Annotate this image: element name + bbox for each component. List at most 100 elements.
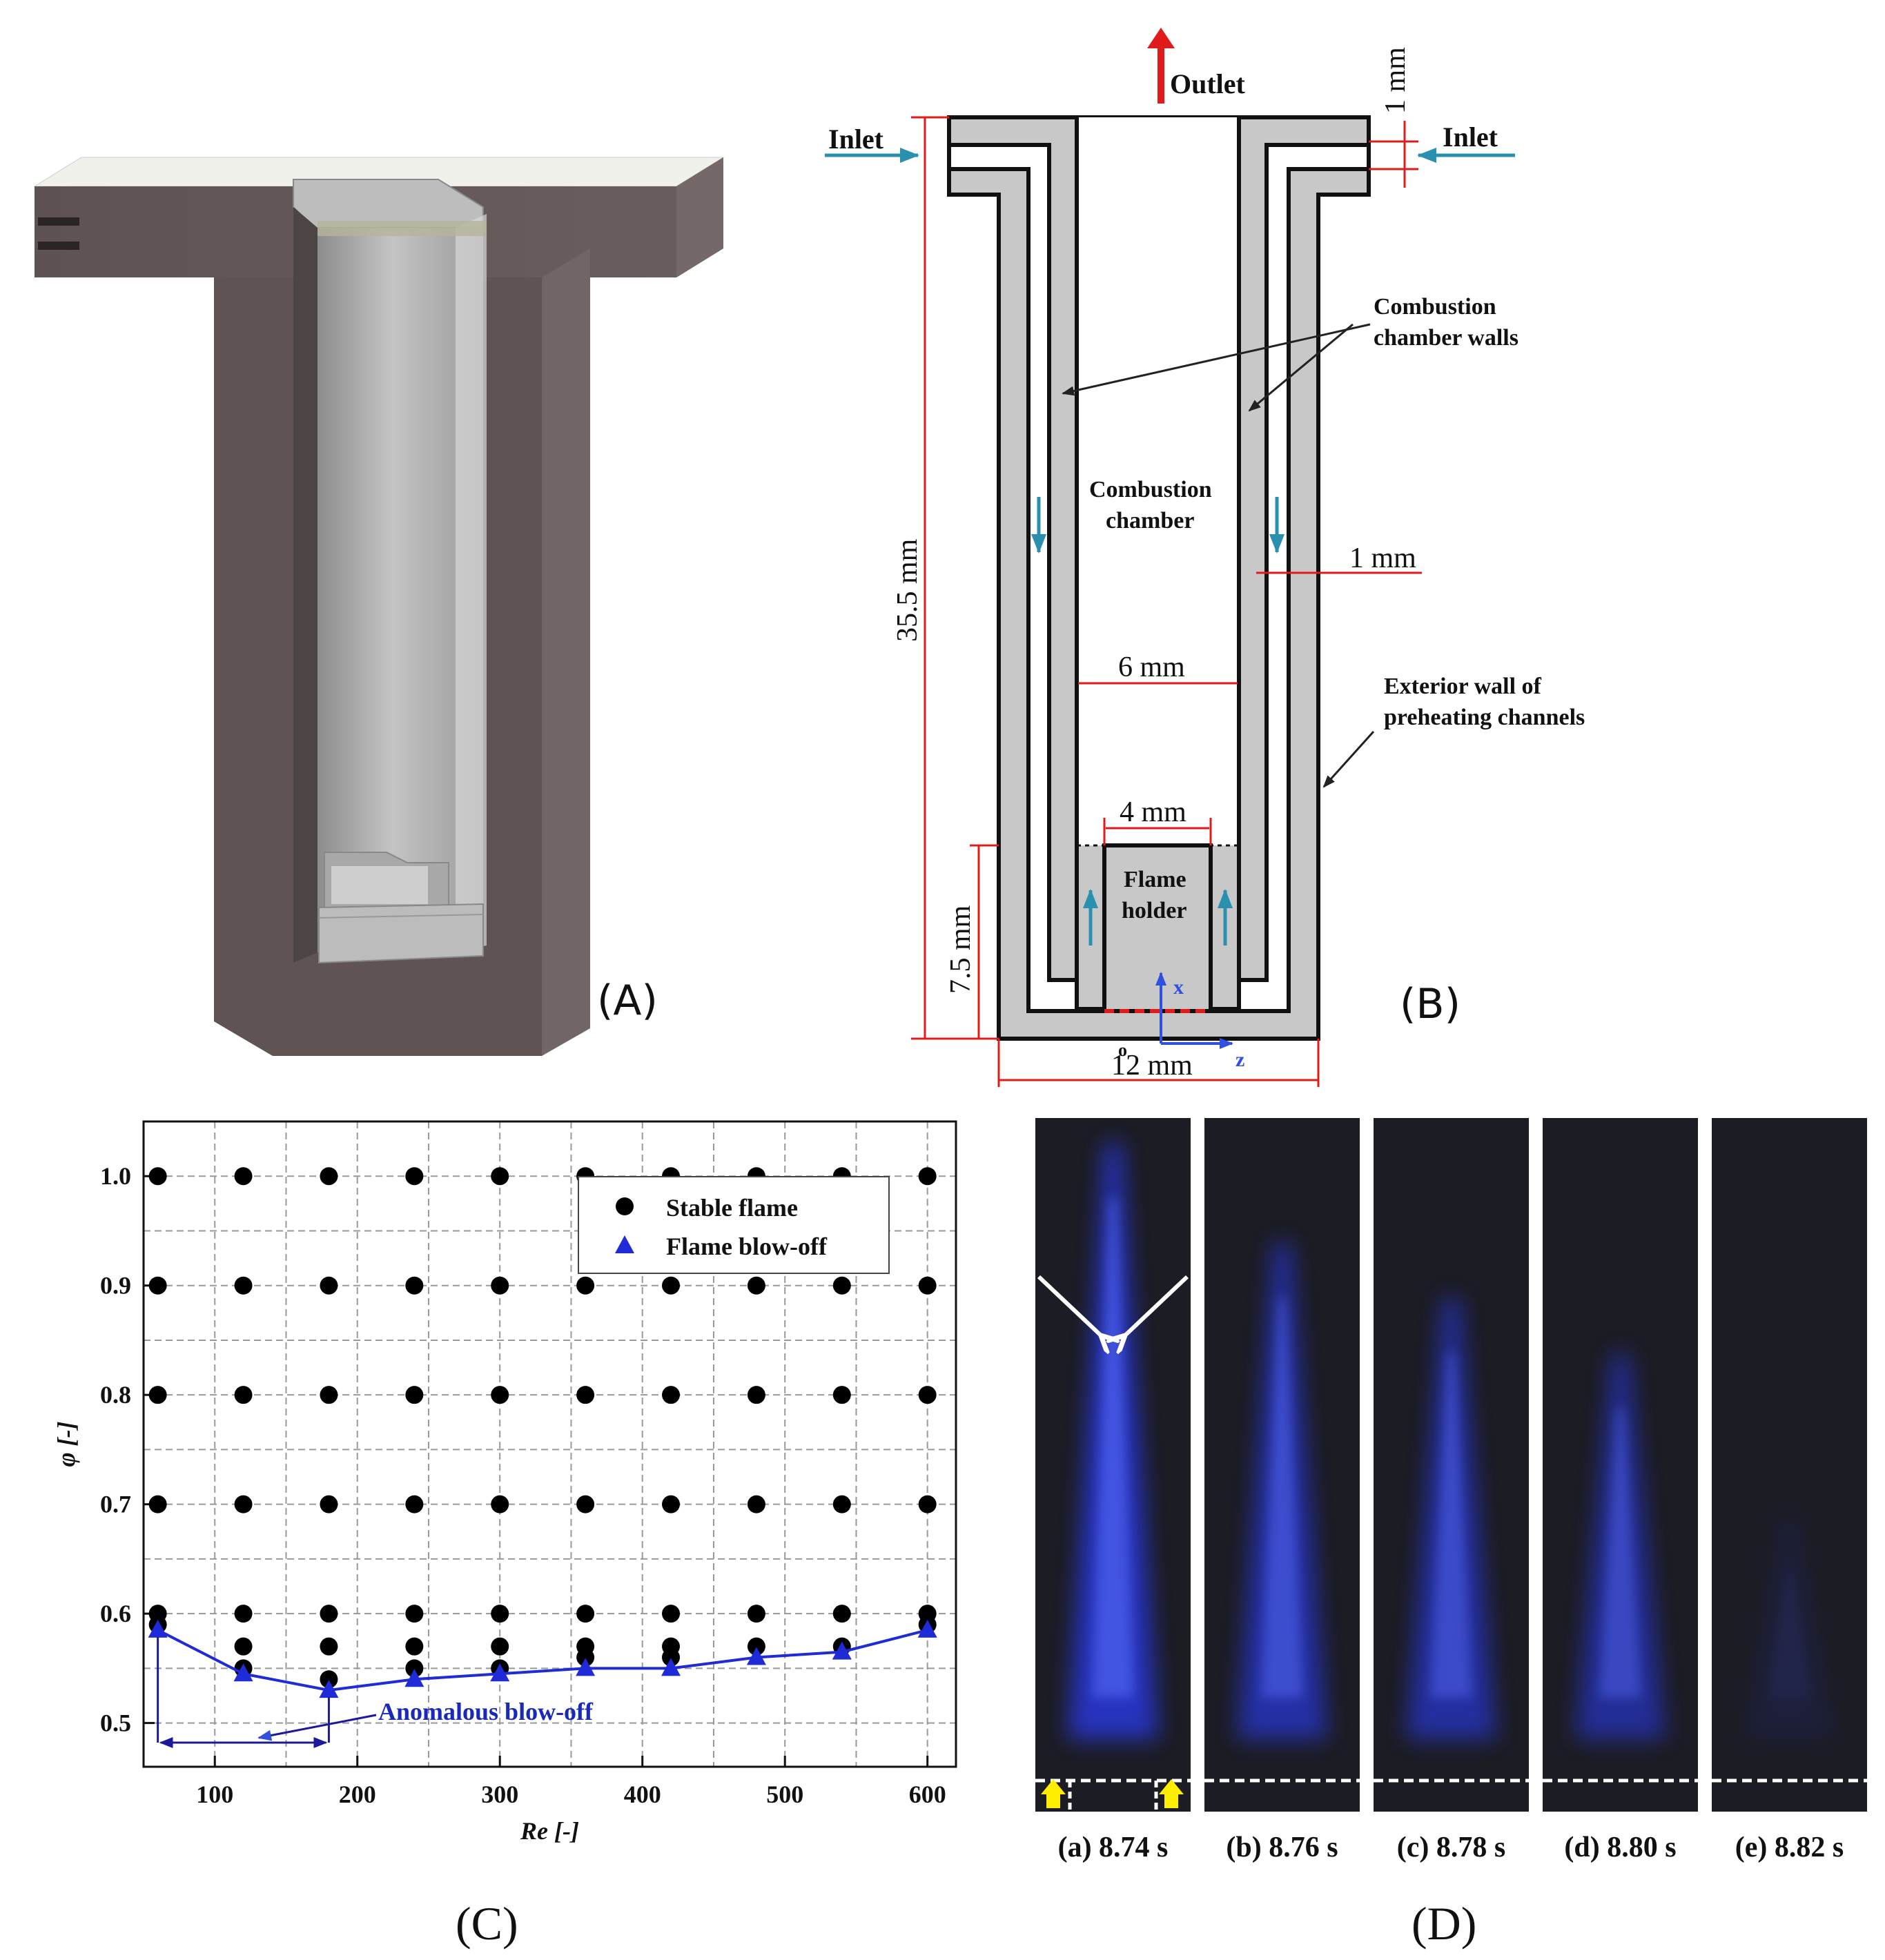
stable-point [320, 1276, 338, 1295]
x-tick-label: 500 [766, 1781, 803, 1808]
exterior-label-1: Exterior wall of [1384, 674, 1542, 699]
stable-point [320, 1670, 338, 1689]
y-tick-label: 1.0 [100, 1162, 131, 1190]
dim-6mm: 6 mm [1118, 651, 1185, 683]
yellow-flow-arrow [1159, 1779, 1184, 1808]
stable-point [234, 1495, 253, 1513]
panel-b-schematic: Outlet Inlet Inlet 1 mm 35.5 mm 7.5 mm [825, 28, 1585, 1087]
blowoff-point [490, 1663, 510, 1682]
x-tick-label: 400 [624, 1781, 661, 1808]
stable-point [662, 1605, 681, 1623]
stable-point [576, 1605, 595, 1623]
legend-blowoff-label: Flame blow-off [666, 1233, 828, 1260]
stable-point [832, 1605, 851, 1623]
stable-point [747, 1276, 765, 1295]
inlet-right-label: Inlet [1443, 121, 1498, 153]
panel-a-render: (A) [33, 157, 725, 1056]
stable-point [747, 1386, 765, 1404]
flame-frame: (e) 8.82 s [1712, 1118, 1867, 1863]
stable-point [148, 1276, 167, 1295]
dim-height: 35.5 mm [892, 538, 924, 642]
blowoff-point [319, 1680, 339, 1698]
x-tick-label: 200 [339, 1781, 376, 1808]
stable-point [320, 1386, 338, 1404]
blowoff-point [661, 1658, 681, 1676]
frame-caption: (b) 8.76 s [1226, 1832, 1338, 1863]
legend-box [578, 1176, 890, 1274]
stable-point [576, 1495, 595, 1513]
panel-b-letter: (B) [1400, 980, 1461, 1028]
stable-point [662, 1495, 681, 1513]
white-pointer-arrow [1037, 1275, 1101, 1335]
panel-d-letter: (D) [1412, 1897, 1476, 1950]
stable-point [234, 1605, 253, 1623]
flame-frame: (a) 8.74 s [1035, 1118, 1191, 1863]
x-axis-label: Re [-] [520, 1817, 579, 1845]
stable-point [405, 1495, 424, 1513]
x-tick-label: 100 [196, 1781, 233, 1808]
stable-point [918, 1276, 937, 1295]
y-tick-label: 0.7 [100, 1491, 131, 1518]
stable-point [234, 1167, 253, 1186]
panel-a-letter: (A) [597, 977, 658, 1025]
legend-stable-marker [616, 1197, 634, 1215]
walls-label-1: Combustion [1374, 294, 1496, 320]
y-tick-label: 0.6 [100, 1600, 131, 1627]
frame-caption: (c) 8.78 s [1397, 1832, 1505, 1863]
stable-point [662, 1648, 681, 1667]
inlet-left-label: Inlet [828, 124, 884, 155]
stable-point [320, 1167, 338, 1186]
dim-12mm: 12 mm [1111, 1050, 1193, 1081]
holder-label-2: holder [1122, 898, 1186, 923]
flame-core [1768, 1574, 1810, 1698]
stable-point [405, 1276, 424, 1295]
blowoff-point [148, 1619, 168, 1638]
outlet-label: Outlet [1170, 68, 1246, 99]
blowoff-point [404, 1669, 424, 1687]
dim-1mm-side: 1 mm [1349, 542, 1416, 574]
stable-point [491, 1386, 509, 1404]
legend-blowoff-marker [615, 1235, 634, 1253]
y-tick-label: 0.9 [100, 1272, 131, 1300]
stable-point [405, 1659, 424, 1678]
blowoff-point [917, 1619, 937, 1638]
stable-point [918, 1167, 937, 1186]
blowoff-point [233, 1663, 253, 1682]
legend-stable-label: Stable flame [666, 1194, 798, 1222]
stable-point [320, 1637, 338, 1656]
stable-point [148, 1495, 167, 1513]
stable-point [576, 1276, 595, 1295]
chamber-label-2: chamber [1106, 508, 1194, 533]
stable-point [918, 1495, 937, 1513]
panel-c-letter: (C) [456, 1897, 518, 1950]
panel-d-frames: (a) 8.74 s(b) 8.76 s(c) 8.78 s(d) 8.80 s… [1035, 1118, 1867, 1863]
plot-frame [142, 1120, 957, 1768]
dim-4mm: 4 mm [1120, 796, 1186, 828]
stable-point [491, 1637, 509, 1656]
stable-point [832, 1386, 851, 1404]
axis-z-label: z [1235, 1048, 1244, 1071]
flame-core [1261, 1297, 1303, 1698]
stable-point [662, 1386, 681, 1404]
holder-label-1: Flame [1124, 867, 1186, 892]
y-tick-label: 0.5 [100, 1709, 131, 1737]
stable-point [747, 1605, 765, 1623]
stable-point [747, 1637, 765, 1656]
yellow-flow-arrow [1041, 1779, 1066, 1808]
blowoff-point [832, 1641, 852, 1660]
stable-point [148, 1386, 167, 1404]
chamber-label-1: Combustion [1089, 477, 1212, 502]
exterior-label-2: preheating channels [1384, 705, 1585, 730]
flame-core [1092, 1198, 1134, 1698]
frame-caption: (a) 8.74 s [1058, 1832, 1169, 1863]
x-tick-label: 600 [909, 1781, 946, 1808]
dim-7-5mm: 7.5 mm [945, 905, 977, 994]
stable-point [747, 1495, 765, 1513]
stable-point [234, 1276, 253, 1295]
frame-caption: (e) 8.82 s [1735, 1832, 1844, 1863]
flame-frame: (c) 8.78 s [1374, 1118, 1529, 1863]
stable-point [832, 1495, 851, 1513]
stable-point [148, 1167, 167, 1186]
